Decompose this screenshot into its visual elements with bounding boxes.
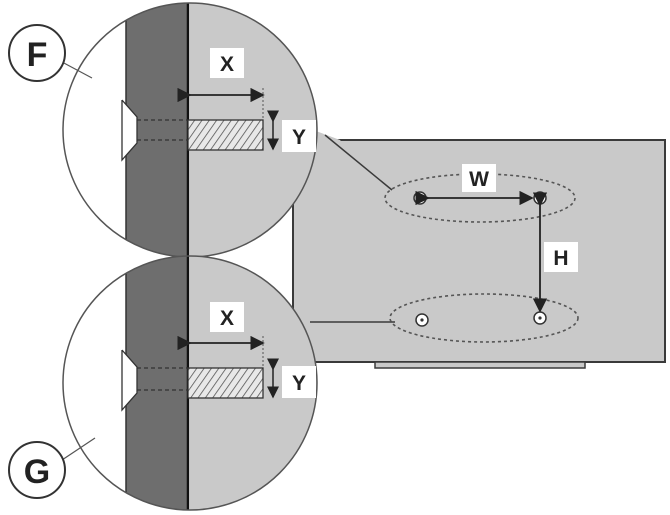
length-dimension-top: X <box>177 48 265 120</box>
height-label-box <box>544 242 578 272</box>
length-dimension-bottom: X <box>177 302 265 368</box>
callout-bottom-letter: G <box>24 453 50 491</box>
width-label: W <box>469 168 489 191</box>
diameter-dimension-top: Y <box>267 110 316 152</box>
length-label-top: X <box>220 53 234 76</box>
callout-bottom: G <box>8 437 96 499</box>
screw-top <box>121 99 264 162</box>
height-dimension: H <box>532 192 578 313</box>
diameter-label-box-top <box>282 120 316 152</box>
width-dimension: W <box>415 164 534 206</box>
callout-top-letter: F <box>27 36 48 74</box>
length-label-bottom: X <box>220 307 234 330</box>
diameter-label-box-bottom <box>282 366 316 398</box>
callout-top: F <box>8 24 93 82</box>
diameter-label-bottom: Y <box>292 372 306 395</box>
length-label-box-bottom <box>210 302 244 332</box>
screw-bottom <box>121 349 264 412</box>
detail-bottom: X Y <box>62 255 318 511</box>
tv-bottom-edge <box>374 361 586 369</box>
length-label-box-top <box>210 48 244 78</box>
diameter-dimension-bottom: Y <box>267 358 316 399</box>
width-label-box <box>462 164 496 192</box>
diameter-label-top: Y <box>292 126 306 149</box>
height-label: H <box>553 247 568 270</box>
detail-top: X Y <box>62 2 318 258</box>
